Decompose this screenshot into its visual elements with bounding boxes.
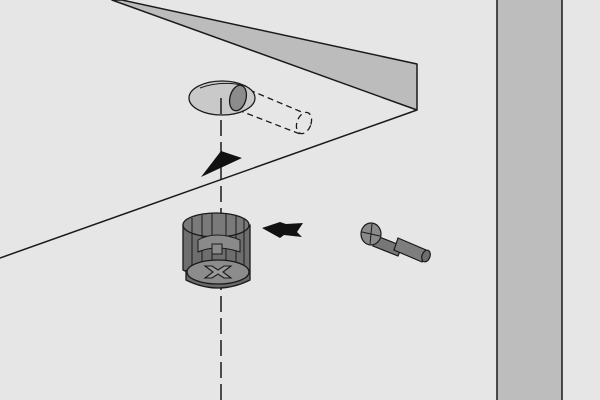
cross-slot-icon bbox=[203, 265, 233, 279]
side-panel-post bbox=[496, 0, 563, 400]
insert-up-arrow bbox=[201, 151, 242, 177]
connecting-bolt bbox=[360, 222, 431, 263]
cam-lock-fitting bbox=[182, 212, 251, 289]
shelf-bottom-edge bbox=[0, 109, 418, 259]
insert-left-arrow bbox=[262, 222, 303, 238]
bolt-hole bbox=[228, 84, 248, 112]
